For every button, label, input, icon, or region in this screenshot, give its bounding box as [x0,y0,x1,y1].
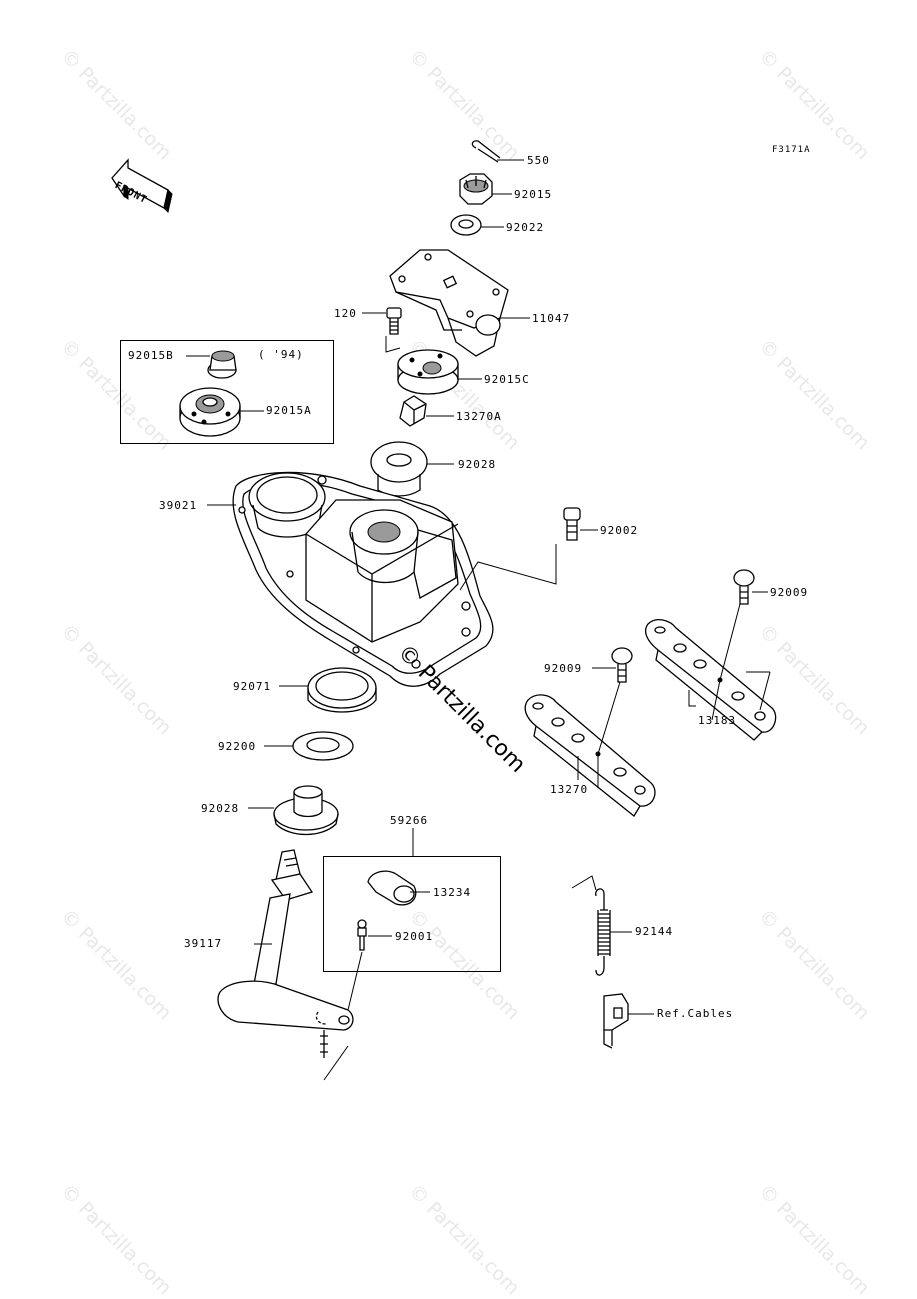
label-13183: 13183 [698,714,737,727]
label-13270: 13270 [550,783,589,796]
bushing-92028-bottom [273,785,339,836]
label-120: 120 [334,307,357,320]
washer-92200 [292,731,354,761]
label-92071: 92071 [233,680,272,693]
label-13270A: 13270A [456,410,502,423]
label-92200: 92200 [218,740,257,753]
label-13234: 13234 [433,886,472,899]
label-39117: 39117 [184,937,223,950]
screw-92009-left [611,647,633,683]
label-92028-top: 92028 [458,458,497,471]
bushing-92028-top [370,441,428,497]
screw-92009-right [733,569,755,605]
knob-13234 [367,870,417,906]
plate-13270 [524,694,656,817]
label-39021: 39021 [159,499,198,512]
front-arrow-icon [111,158,173,213]
figure-code: F3171A [772,145,811,155]
bolt-120 [386,307,402,335]
label-92144: 92144 [635,925,674,938]
nut-92015B [207,350,237,379]
washer-92022 [450,214,482,236]
mount-92015A [179,387,241,437]
bolt-92001 [357,919,367,951]
rubber-mount-92015C [397,349,459,395]
label-ref-cables: Ref.Cables [657,1007,734,1020]
label-92015A: 92015A [266,404,312,417]
inset-box-59266 [323,856,501,972]
bolt-92002 [563,507,581,541]
clip-13270A [399,395,427,427]
label-92001: 92001 [395,930,434,943]
label-92022: 92022 [506,221,545,234]
label-92009-right: 92009 [770,586,809,599]
spring-92144 [595,888,611,976]
cotter-pin-550 [471,140,501,163]
label-92009-left: 92009 [544,662,583,675]
inset-box-94 [120,340,334,444]
steering-shaft-39117 [217,849,354,1058]
label-92015B: 92015B [128,349,174,362]
label-92002: 92002 [600,524,639,537]
plate-13183 [644,618,777,741]
label-92015C: 92015C [484,373,530,386]
label-59266: 59266 [390,814,429,827]
label-year-note: ( '94) [258,348,304,361]
label-550: 550 [527,154,550,167]
label-92015: 92015 [514,188,553,201]
parts-diagram [111,140,777,1081]
bracket-11047 [389,249,509,357]
castle-nut-92015 [459,173,493,205]
leader-lines [186,159,771,1081]
seal-92071 [307,667,377,713]
steering-housing-39021 [232,471,494,687]
cable-clamp-ref-cables [603,993,629,1049]
label-11047: 11047 [532,312,571,325]
label-92028-bottom: 92028 [201,802,240,815]
